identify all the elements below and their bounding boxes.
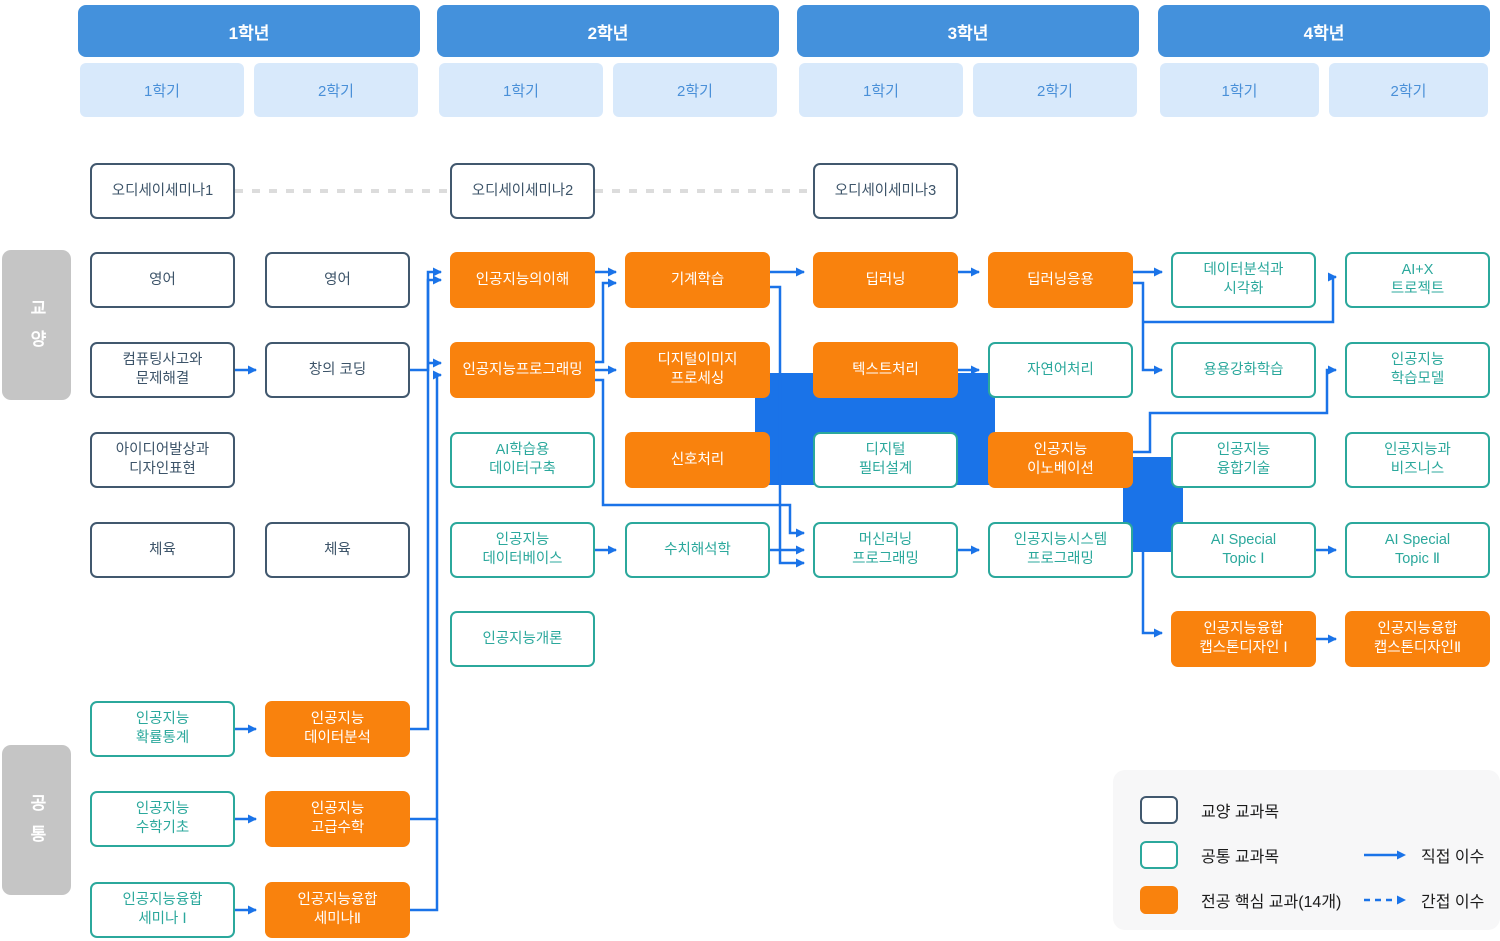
- legend-label: 전공 핵심 교과(14개): [1201, 894, 1342, 911]
- dashed-arrow-icon: [1364, 895, 1406, 905]
- course-box: 수치해석학: [625, 522, 770, 578]
- course-box: 인공지능프로그래밍: [450, 342, 595, 398]
- solid-arrow-icon: [1364, 850, 1406, 860]
- legend-swatch-core: [1140, 886, 1178, 914]
- edge-direct: [770, 285, 805, 568]
- semester-header: 2학기: [1329, 63, 1488, 117]
- legend-panel: 교양 교과목 공통 교과목 전공 핵심 교과(14개) 직접 이수 간접 이수: [1113, 770, 1500, 930]
- course-box: AI Special Topic Ⅰ: [1171, 522, 1316, 578]
- semester-header: 1학기: [80, 63, 244, 117]
- year-header: 2학년: [437, 5, 779, 57]
- course-box: 영어: [90, 252, 235, 308]
- course-box: 체육: [90, 522, 235, 578]
- edge-direct: [1132, 365, 1337, 454]
- edge-direct: [410, 275, 442, 372]
- course-box: 인공지능 고급수학: [265, 791, 410, 847]
- semester-header: 1학기: [1160, 63, 1319, 117]
- course-box: 인공지능융합 세미나Ⅱ: [265, 882, 410, 938]
- edge-direct: [1143, 272, 1337, 324]
- course-box: 오디세이세미나1: [90, 163, 235, 219]
- edge-direct: [410, 267, 442, 731]
- legend-item-common: 공통 교과목: [1140, 841, 1279, 869]
- edge-direct: [410, 370, 442, 821]
- course-box: 영어: [265, 252, 410, 308]
- semester-header: 2학기: [973, 63, 1137, 117]
- side-label: 공통: [2, 745, 71, 895]
- course-box: 오디세이세미나3: [813, 163, 958, 219]
- course-box: 디지털 필터설계: [813, 432, 958, 488]
- course-box: 인공지능 학습모델: [1345, 342, 1490, 398]
- course-box: 인공지능개론: [450, 611, 595, 667]
- edge-direct-group: [235, 267, 1337, 915]
- semester-header: 2학기: [254, 63, 418, 117]
- course-box: 인공지능시스템 프로그래밍: [988, 522, 1133, 578]
- semester-header: 1학기: [439, 63, 603, 117]
- course-box: 인공지능융합 세미나 Ⅰ: [90, 882, 235, 938]
- side-label: 교양: [2, 250, 71, 400]
- year-header: 1학년: [78, 5, 420, 57]
- course-box: 오디세이세미나2: [450, 163, 595, 219]
- course-box: 체육: [265, 522, 410, 578]
- edge-direct: [595, 278, 617, 364]
- course-box: 용용강화학습: [1171, 342, 1316, 398]
- legend-arrow-indirect: 간접 이수: [1363, 886, 1484, 914]
- course-box: 신호처리: [625, 432, 770, 488]
- course-box: AI+X 트로젝트: [1345, 252, 1490, 308]
- course-box: 인공지능 확률통계: [90, 701, 235, 757]
- legend-label: 직접 이수: [1421, 849, 1485, 866]
- edge-direct: [1132, 281, 1163, 375]
- legend-arrow-direct: 직접 이수: [1363, 841, 1484, 869]
- course-box: 인공지능 데이터베이스: [450, 522, 595, 578]
- course-box: 머신러닝 프로그래밍: [813, 522, 958, 578]
- course-box: 데이터분석과 시각화: [1171, 252, 1316, 308]
- course-box: 기계학습: [625, 252, 770, 308]
- year-header: 3학년: [797, 5, 1139, 57]
- course-box: 딥러닝응용: [988, 252, 1133, 308]
- year-header: 4학년: [1158, 5, 1490, 57]
- course-box: 인공지능융합 캡스톤디자인 Ⅰ: [1171, 611, 1316, 667]
- course-box: 인공지능 수학기초: [90, 791, 235, 847]
- legend-label: 공통 교과목: [1201, 849, 1280, 866]
- edge-direct: [595, 378, 805, 538]
- course-box: 자연어처리: [988, 342, 1133, 398]
- edge-direct: [410, 819, 439, 912]
- course-box: AI학습용 데이터구축: [450, 432, 595, 488]
- legend-label: 교양 교과목: [1201, 804, 1280, 821]
- course-box: 인공지능의이해: [450, 252, 595, 308]
- legend-item-core: 전공 핵심 교과(14개): [1140, 886, 1341, 914]
- course-box: 딥러닝: [813, 252, 958, 308]
- course-box: 인공지능 데이터분석: [265, 701, 410, 757]
- course-box: 컴퓨팅사고와 문제해결: [90, 342, 235, 398]
- semester-header: 1학기: [799, 63, 963, 117]
- legend-item-liberal: 교양 교과목: [1140, 796, 1279, 824]
- course-box: 인공지능과 비즈니스: [1345, 432, 1490, 488]
- legend-swatch-liberal: [1140, 796, 1178, 824]
- edge-direct: [1141, 550, 1163, 638]
- semester-header: 2학기: [613, 63, 777, 117]
- course-box: 아이디어발상과 디자인표현: [90, 432, 235, 488]
- course-box: 인공지능 융합기술: [1171, 432, 1316, 488]
- legend-swatch-common: [1140, 841, 1178, 869]
- course-box: 창의 코딩: [265, 342, 410, 398]
- course-box: 인공지능 이노베이션: [988, 432, 1133, 488]
- legend-label: 간접 이수: [1421, 894, 1485, 911]
- course-box: 인공지능융합 캡스톤디자인Ⅱ: [1345, 611, 1490, 667]
- course-box: AI Special Topic Ⅱ: [1345, 522, 1490, 578]
- course-box: 텍스트처리: [813, 342, 958, 398]
- course-box: 디지털이미지 프로세싱: [625, 342, 770, 398]
